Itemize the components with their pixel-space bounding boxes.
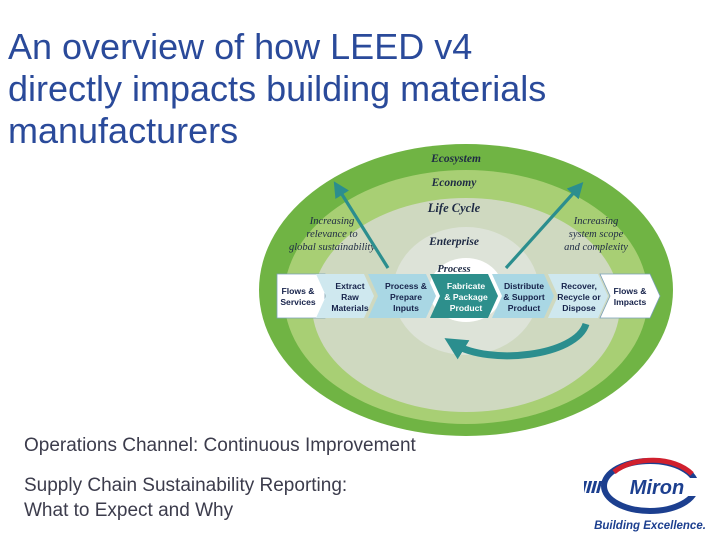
step-text: Product: [508, 303, 541, 313]
left-note-line: Increasing: [309, 216, 355, 227]
step-text: Raw: [341, 292, 359, 302]
logo-name: Miron: [630, 477, 684, 499]
logo-name-bg: [614, 478, 700, 496]
step-text: Materials: [331, 303, 368, 313]
step-text: Impacts: [614, 297, 647, 307]
right-note-line: system scope: [569, 229, 624, 240]
subtitle-report: Supply Chain Sustainability Reporting: W…: [24, 473, 347, 523]
title-line-1: An overview of how LEED v4: [8, 26, 473, 67]
title-line-2: directly impacts building materials: [8, 68, 547, 109]
right-note-line: Increasing: [573, 216, 619, 227]
logo-red-arc: [612, 457, 694, 476]
subtitle-report-line-1: Supply Chain Sustainability Reporting:: [24, 475, 348, 496]
step-extract: [316, 274, 374, 318]
step-text: Recover,: [561, 281, 597, 291]
step-text: Dispose: [562, 303, 596, 313]
subtitle-report-line-2: What to Expect and Why: [24, 500, 234, 521]
slide-title: An overview of how LEED v4 directly impa…: [8, 26, 648, 152]
recycle-loop-arrow: [444, 322, 590, 360]
step-text: Prepare: [390, 292, 422, 302]
step-text: Process &: [385, 281, 427, 291]
step-text: Services: [280, 297, 316, 307]
step-text: Product: [450, 303, 483, 313]
step-text: & Package: [444, 292, 488, 302]
step-flows-services: [276, 273, 326, 319]
step-distribute: [492, 274, 554, 318]
step-text: Flows &: [614, 286, 647, 296]
step-text: Inputs: [393, 303, 419, 313]
logo-tagline: Building Excellence.: [594, 520, 706, 532]
step-text: Extract: [335, 281, 364, 291]
left-note-line: global sustainability: [289, 242, 375, 253]
miron-logo: Miron Building Excellence.: [584, 457, 706, 532]
arrow-up-left: [333, 181, 390, 269]
title-mask: [266, 130, 326, 170]
right-note: Increasing system scope and complexity: [564, 216, 628, 253]
step-recover: [548, 274, 608, 318]
step-flows-impacts: [599, 273, 661, 319]
arrow-up-right: [504, 182, 584, 270]
step-text: Flows &: [282, 286, 315, 296]
step-text: Fabricate: [447, 281, 485, 291]
title-line-3: manufacturers: [8, 110, 239, 151]
step-text: Recycle or: [557, 292, 601, 302]
step-text: Distribute: [504, 281, 544, 291]
label-enterprise: Enterprise: [428, 236, 479, 248]
label-ecosystem: Ecosystem: [430, 153, 481, 165]
label-economy: Economy: [431, 177, 478, 189]
left-note: Increasing relevance to global sustainab…: [289, 216, 375, 253]
logo-speed-bars: [584, 481, 603, 493]
right-note-line: and complexity: [564, 242, 628, 253]
label-lifecycle: Life Cycle: [427, 201, 481, 215]
process-chain: Flows & Services Extract Raw Materials P…: [276, 273, 661, 319]
step-text: & Support: [503, 292, 545, 302]
step-process-prepare: [368, 274, 436, 318]
subtitle-operations-channel: Operations Channel: Continuous Improveme…: [24, 435, 416, 456]
left-note-line: relevance to: [306, 229, 357, 240]
step-fabricate: [430, 274, 498, 318]
label-process: Process: [437, 264, 470, 275]
